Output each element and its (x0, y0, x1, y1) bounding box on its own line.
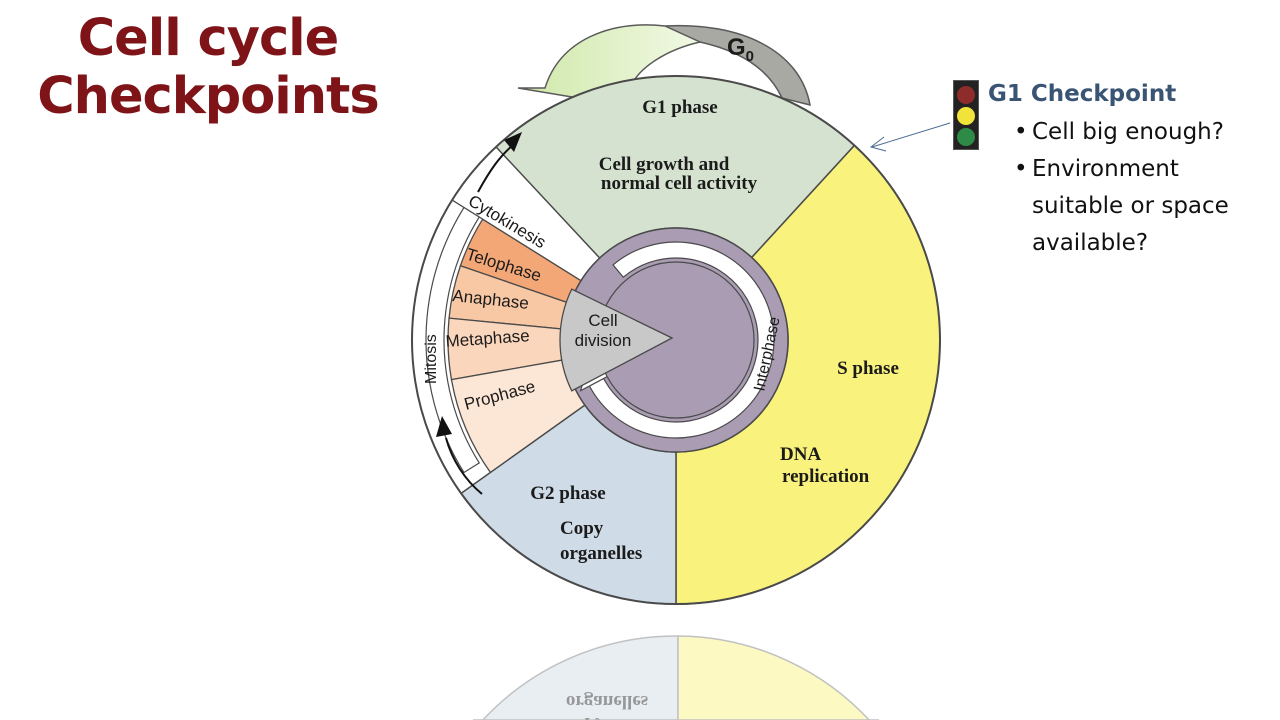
checkpoint-bullet: Environment suitable or space available? (1014, 151, 1262, 262)
interphase-arrow-band (588, 241, 775, 439)
arrow-to-g1-head (504, 132, 522, 152)
checkpoint-bullet: Cell big enough? (1014, 114, 1278, 151)
green-light (957, 128, 975, 146)
cell-division-wedge (559, 288, 674, 392)
checkpoint-title: G1 Checkpoint (988, 81, 1177, 107)
checkpoint-bullets: Cell big enough? Environment suitable or… (988, 114, 1278, 262)
outer-circle (411, 75, 941, 605)
checkpoint-pointer (869, 122, 951, 152)
diagram-reflection: organelles Copy (473, 635, 879, 720)
mitosis-arrows (436, 132, 522, 495)
mitosis-label: Mitosis (423, 334, 440, 384)
reflection-organelles-text: organelles (566, 691, 648, 712)
yellow-light (957, 107, 975, 125)
arrow-to-g1 (477, 144, 514, 193)
reflection-copy-text: Copy (561, 717, 605, 720)
title-line-1: Cell cycle (77, 9, 340, 68)
g2-desc-line-1: Copy (560, 518, 604, 539)
g1-desc-line-2: normal cell activity (601, 173, 758, 194)
cell-cycle-wheel (411, 75, 941, 605)
arrow-into-mitosis (445, 437, 483, 495)
s-desc-line-2: replication (782, 466, 870, 487)
g1-phase-title: G1 phase (642, 97, 718, 118)
arrow-into-mitosis-head (436, 416, 452, 437)
title-line-2: Checkpoints (37, 67, 380, 126)
reflection-s (677, 635, 879, 720)
s-desc-line-1: DNA (780, 444, 821, 465)
cell-division-line-2: division (575, 331, 632, 350)
cell-division-line-1: Cell (588, 311, 617, 330)
g0-arrow: G0 (517, 24, 811, 107)
red-light (957, 86, 975, 104)
g1-checkpoint-panel: G1 Checkpoint Cell big enough? Environme… (988, 78, 1278, 262)
s-phase-title: S phase (837, 358, 899, 379)
reflection-g2 (473, 635, 679, 720)
g0-return-arrow (517, 24, 703, 101)
traffic-light-icon (953, 80, 979, 150)
g2-phase-title: G2 phase (530, 483, 606, 504)
slide-title: Cell cycle Checkpoints (28, 10, 388, 126)
g1-desc-line-1: Cell growth and (599, 154, 730, 175)
g2-desc-line-2: organelles (560, 543, 642, 564)
g0-label: G0 (727, 34, 754, 65)
